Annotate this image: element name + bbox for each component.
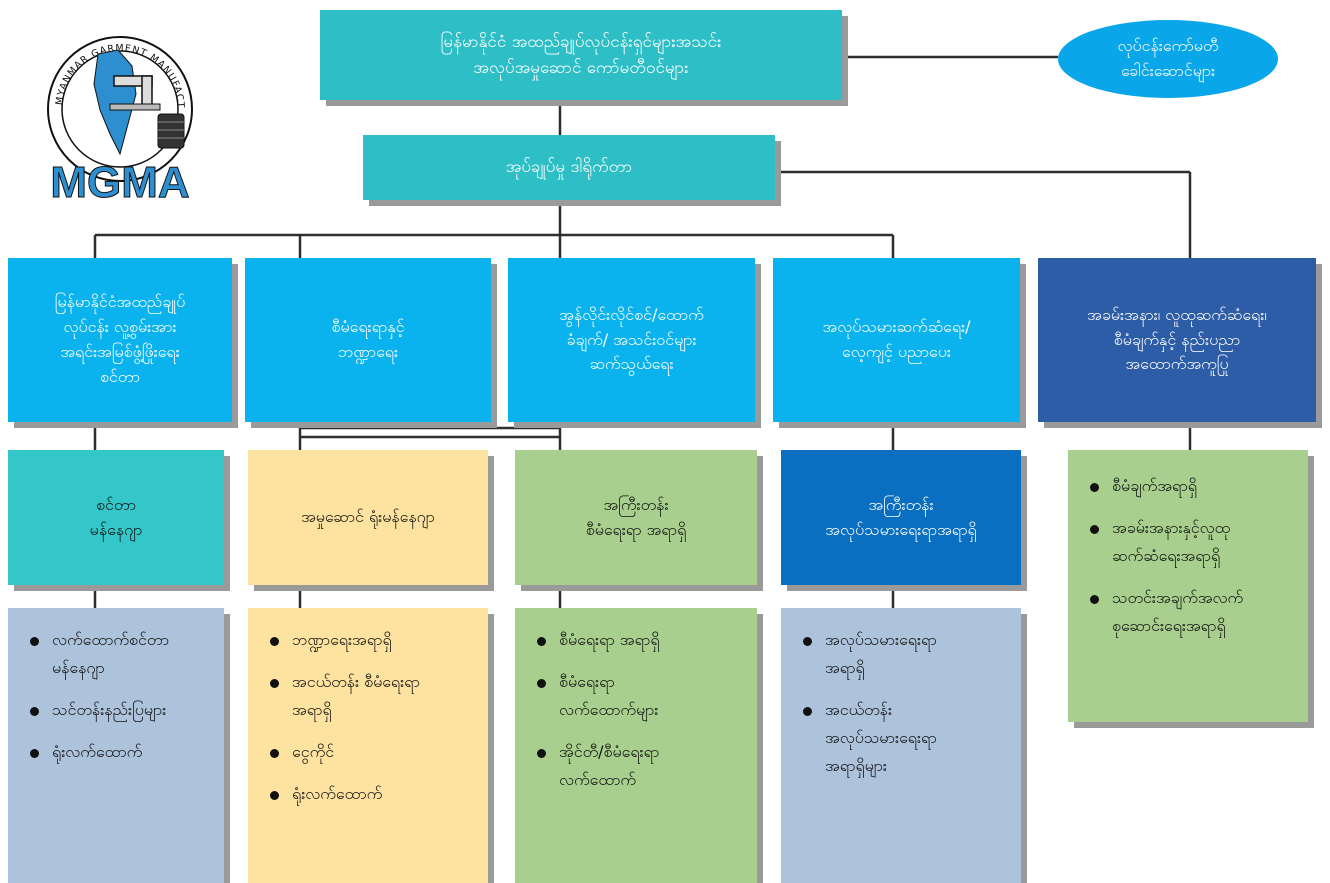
- list-item: စီမံရေးရာလက်ထောက်များ: [529, 668, 745, 724]
- executive-committee-box: မြန်မာနိုင်ငံ အထည်ချုပ်လုပ်ငန်းရှင်များအ…: [320, 10, 842, 100]
- dept-1-line-3: အရင်းအမြစ်ဖွံ့ဖြိုးရေး: [60, 342, 180, 361]
- dept-1-line-2: လုပ်ငန်း လူ့စွမ်းအား: [63, 317, 177, 337]
- thread-spool-icon: [157, 113, 185, 149]
- list-item: စီမံချက်အရာရှိ: [1082, 472, 1296, 500]
- dept-5-line-3: အထောက်အကူပြု: [1125, 354, 1229, 374]
- dept-hr-development-center: မြန်မာနိုင်ငံအထည်ချုပ် လုပ်ငန်း လူ့စွမ်း…: [8, 258, 232, 422]
- senior-admin-line-1: အကြီးတန်း: [603, 494, 669, 514]
- dept-5-line-1: အခမ်းအနား၊ လူထုဆက်ဆံရေး၊: [1087, 304, 1267, 324]
- list-item: အိုင်တီ/စီမံရေးရာလက်ထောက်: [529, 738, 745, 794]
- sewing-machine-icon: [109, 75, 161, 111]
- list-item: ရုံးလက်ထောက်: [262, 780, 476, 808]
- staff-list-center: လက်ထောက်စင်တာမန်နေဂျာ သင်တန်းနည်းပြများ …: [8, 608, 224, 883]
- dept-4-line-1: အလုပ်သမားဆက်ဆံရေး/: [822, 317, 971, 337]
- list-item: ရုံးလက်ထောက်: [22, 738, 212, 766]
- dept-2-line-1: စီမံရေးရာနှင့်: [331, 317, 405, 337]
- dept-3-line-3: ဆက်သွယ်ရေး: [589, 354, 674, 374]
- list-item: အခမ်းအနားနှင့်လူထုဆက်ဆံရေးအရာရှိ: [1082, 514, 1296, 570]
- dept-1-line-1: မြန်မာနိုင်ငံအထည်ချုပ်: [54, 292, 186, 312]
- executive-committee-line-1: မြန်မာနိုင်ငံ အထည်ချုပ်လုပ်ငန်းရှင်များအ…: [440, 31, 722, 52]
- dept-admin-finance: စီမံရေးရာနှင့် ဘဏ္ဍာရေး: [245, 258, 491, 422]
- dept-3-line-1: အွန်လိုင်းလိုင်စင်/ထောက်: [559, 304, 704, 324]
- managing-director-label: အုပ်ချုပ်မှု ဒါရိုက်တာ: [505, 157, 633, 178]
- staff-list-admin: ဘဏ္ဍာရေးအရာရှိ အငယ်တန်း စီမံရေးရာအရာရှိ …: [248, 608, 488, 883]
- center-manager-line-1: စင်တာ: [95, 494, 137, 514]
- senior-labour-line-1: အကြီးတန်း: [868, 494, 934, 514]
- dept-1-line-4: စင်တာ: [99, 366, 141, 386]
- staff-list-senior-admin: စီမံရေးရာ အရာရှိ စီမံရေးရာလက်ထောက်များ အ…: [515, 608, 757, 883]
- dept-events-pr-projects: အခမ်းအနား၊ လူထုဆက်ဆံရေး၊ စီမံချက်နှင့် န…: [1038, 258, 1316, 422]
- dept-5-line-2: စီမံချက်နှင့် နည်းပညာ: [1113, 329, 1241, 349]
- list-item: အငယ်တန်း စီမံရေးရာအရာရှိ: [262, 668, 476, 724]
- dept-2-line-2: ဘဏ္ဍာရေး: [337, 342, 399, 361]
- dept-4-line-2: လေ့ကျင့် ပညာပေး: [842, 342, 951, 361]
- senior-labour-line-2: အလုပ်သမားရေးရာအရာရှိ: [825, 519, 977, 539]
- executive-office-manager-label: အမှုဆောင် ရုံးမန်နေဂျာ: [301, 507, 435, 527]
- senior-labour-officer-box: အကြီးတန်း အလုပ်သမားရေးရာအရာရှိ: [781, 450, 1021, 585]
- mgma-logo-text: MGMA: [50, 158, 189, 204]
- right-officers-list: စီမံချက်အရာရှိ အခမ်းအနားနှင့်လူထုဆက်ဆံရေ…: [1068, 450, 1308, 722]
- executive-committee-line-2: အလုပ်အမှုဆောင် ကော်မတီဝင်များ: [473, 58, 689, 78]
- committee-leaders-line-1: လုပ်ငန်းကော်မတီ: [1117, 36, 1219, 56]
- staff-list-labour: အလုပ်သမားရေးရာအရာရှိ အငယ်တန်းအလုပ်သမားရေ…: [781, 608, 1021, 883]
- senior-admin-line-2: စီမံရေးရာ အရာရှိ: [585, 519, 687, 539]
- managing-director-box: အုပ်ချုပ်မှု ဒါရိုက်တာ: [363, 135, 775, 200]
- center-manager-box: စင်တာ မန်နေဂျာ: [8, 450, 224, 585]
- list-item: သင်တန်းနည်းပြများ: [22, 696, 212, 724]
- executive-office-manager-box: အမှုဆောင် ရုံးမန်နေဂျာ: [248, 450, 488, 585]
- dept-license-membership: အွန်လိုင်းလိုင်စင်/ထောက် ခံချက်/ အသင်းဝင…: [508, 258, 755, 422]
- center-manager-line-2: မန်နေဂျာ: [89, 519, 143, 539]
- list-item: သတင်းအချက်အလက်စုဆောင်းရေးအရာရှိ: [1082, 584, 1296, 640]
- list-item: အလုပ်သမားရေးရာအရာရှိ: [795, 626, 1009, 682]
- list-item: ငွေကိုင်: [262, 738, 476, 766]
- committee-leaders-oval: လုပ်ငန်းကော်မတီ ခေါင်းဆောင်များ: [1058, 20, 1278, 98]
- senior-admin-officer-box: အကြီးတန်း စီမံရေးရာ အရာရှိ: [515, 450, 757, 585]
- list-item: လက်ထောက်စင်တာမန်နေဂျာ: [22, 626, 212, 682]
- mgma-logo: MYANMAR GARMENT MANUFACTURERS ASSOCIATIO…: [40, 14, 193, 204]
- list-item: ဘဏ္ဍာရေးအရာရှိ: [262, 626, 476, 654]
- committee-leaders-line-2: ခေါင်းဆောင်များ: [1120, 61, 1216, 80]
- list-item: အငယ်တန်းအလုပ်သမားရေးရာအရာရှိများ: [795, 696, 1009, 780]
- dept-3-line-2: ခံချက်/ အသင်းဝင်များ: [566, 329, 697, 349]
- dept-labour-relations: အလုပ်သမားဆက်ဆံရေး/ လေ့ကျင့် ပညာပေး: [773, 258, 1020, 422]
- list-item: စီမံရေးရာ အရာရှိ: [529, 626, 745, 654]
- myanmar-map-icon: [93, 49, 137, 156]
